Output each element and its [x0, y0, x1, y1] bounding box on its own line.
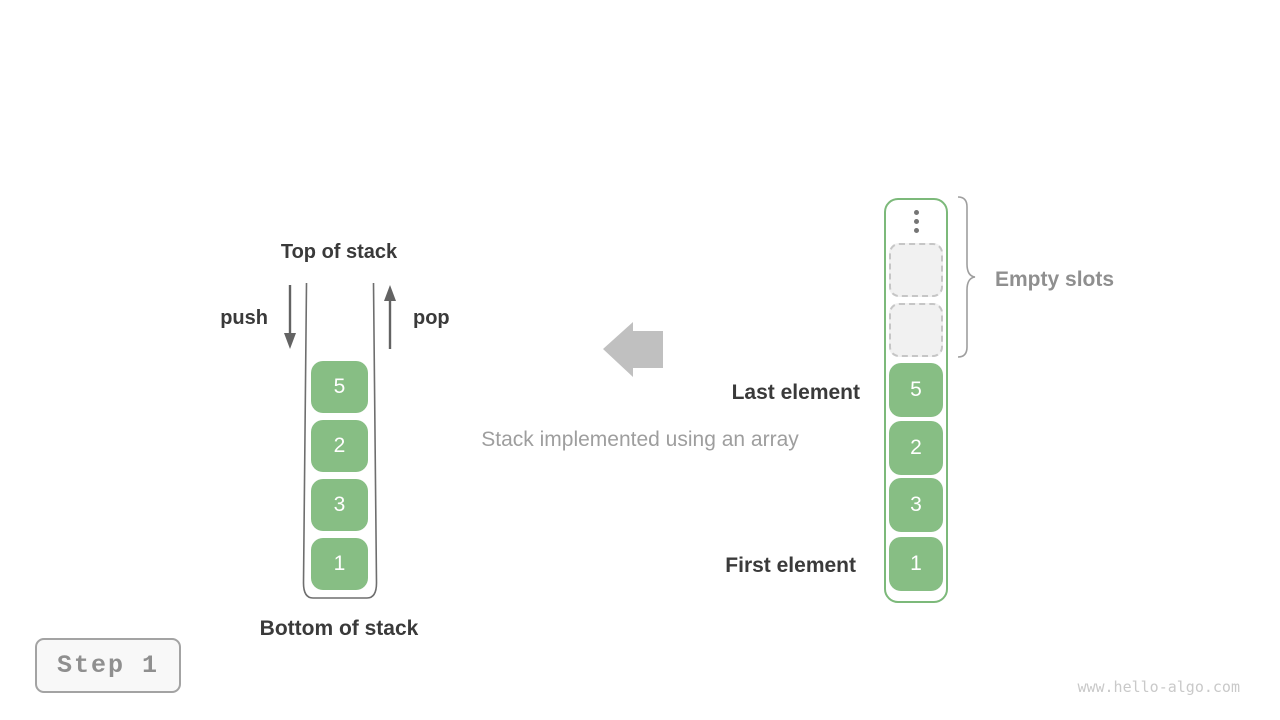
last-element-label: Last element — [731, 381, 860, 404]
stack-element: 5 — [311, 361, 368, 413]
pop-up-arrow-icon — [384, 285, 396, 349]
empty-slot — [889, 243, 943, 297]
stack-element: 3 — [311, 479, 368, 531]
stack-container — [302, 283, 378, 599]
stack-element: 1 — [311, 538, 368, 590]
step-badge: Step 1 — [35, 638, 181, 693]
array-container: 5 2 3 1 — [884, 198, 948, 603]
array-element: 5 — [889, 363, 943, 417]
empty-slots-label: Empty slots — [995, 268, 1115, 291]
top-of-stack-label: Top of stack — [280, 241, 398, 263]
watermark-text: www.hello-algo.com — [1077, 678, 1240, 696]
bottom-of-stack-label: Bottom of stack — [259, 617, 419, 640]
stack-element: 2 — [311, 420, 368, 472]
pop-label: pop — [413, 307, 450, 329]
array-element: 3 — [889, 478, 943, 532]
first-element-label: First element — [725, 554, 856, 577]
empty-slot — [889, 303, 943, 357]
push-down-arrow-icon — [284, 285, 296, 349]
ellipsis-icon — [886, 206, 946, 237]
left-arrow-icon — [603, 322, 663, 377]
push-label: push — [220, 307, 268, 329]
array-element: 2 — [889, 421, 943, 475]
array-element: 1 — [889, 537, 943, 591]
curly-brace-icon — [957, 196, 976, 358]
figure-caption: Stack implemented using an array — [481, 428, 799, 451]
